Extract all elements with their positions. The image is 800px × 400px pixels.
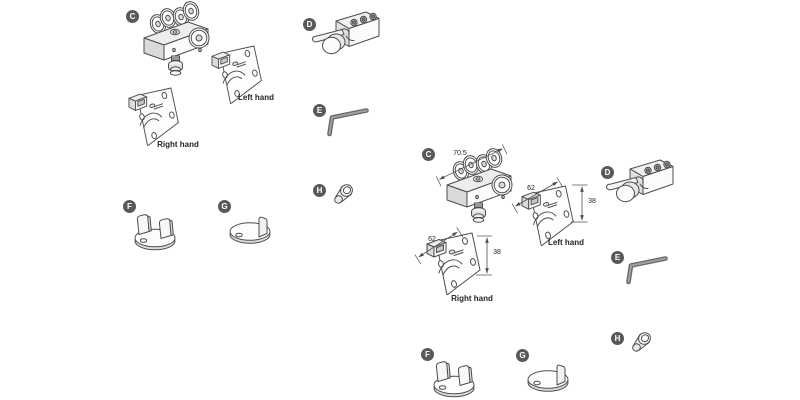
part-badge-h: H	[611, 332, 624, 345]
dim-left-bracket-width-value: 62	[527, 185, 535, 192]
trolley-shape	[447, 147, 512, 222]
part-badge-e: E	[313, 104, 326, 117]
cap-shape	[631, 330, 652, 352]
part-badge-g: G	[516, 349, 529, 362]
dim-right-bracket-height-value: 38	[493, 249, 501, 256]
part-badge-e: E	[611, 251, 624, 264]
part-badge-g: G	[218, 200, 231, 213]
part-badge-d: D	[303, 18, 316, 31]
right-hand-label: Right hand	[451, 294, 493, 303]
dim-trolley-width-value: 70.5	[453, 150, 467, 157]
hexkey-illustration	[622, 251, 668, 285]
part-badge-f: F	[123, 200, 136, 213]
hexkey-shape	[629, 259, 666, 283]
floor-guide-one-tab-illustration	[524, 361, 572, 397]
bracket-shape	[522, 186, 573, 246]
part-badge-c: C	[422, 148, 435, 161]
trolley-illustration	[441, 147, 521, 223]
right-hand-label: Right hand	[157, 140, 199, 149]
left-hand-label: Left hand	[238, 93, 274, 102]
guide-shape	[434, 362, 474, 397]
cap-illustration	[630, 330, 652, 354]
part-badge-c: C	[126, 10, 139, 23]
guide-shape	[528, 365, 568, 391]
left-hand-label: Left hand	[548, 238, 584, 247]
part-badge-d: D	[601, 166, 614, 179]
floor-guide-two-tab-illustration	[430, 357, 478, 399]
dim-left-bracket-height-value: 38	[588, 198, 596, 205]
part-badge-h: H	[313, 184, 326, 197]
clamp-shape	[606, 160, 673, 202]
part-badge-f: F	[421, 348, 434, 361]
left-hand-bracket-illustration	[521, 184, 579, 246]
clamp-illustration	[604, 157, 680, 207]
dim-right-bracket-width-value: 62	[428, 236, 436, 243]
